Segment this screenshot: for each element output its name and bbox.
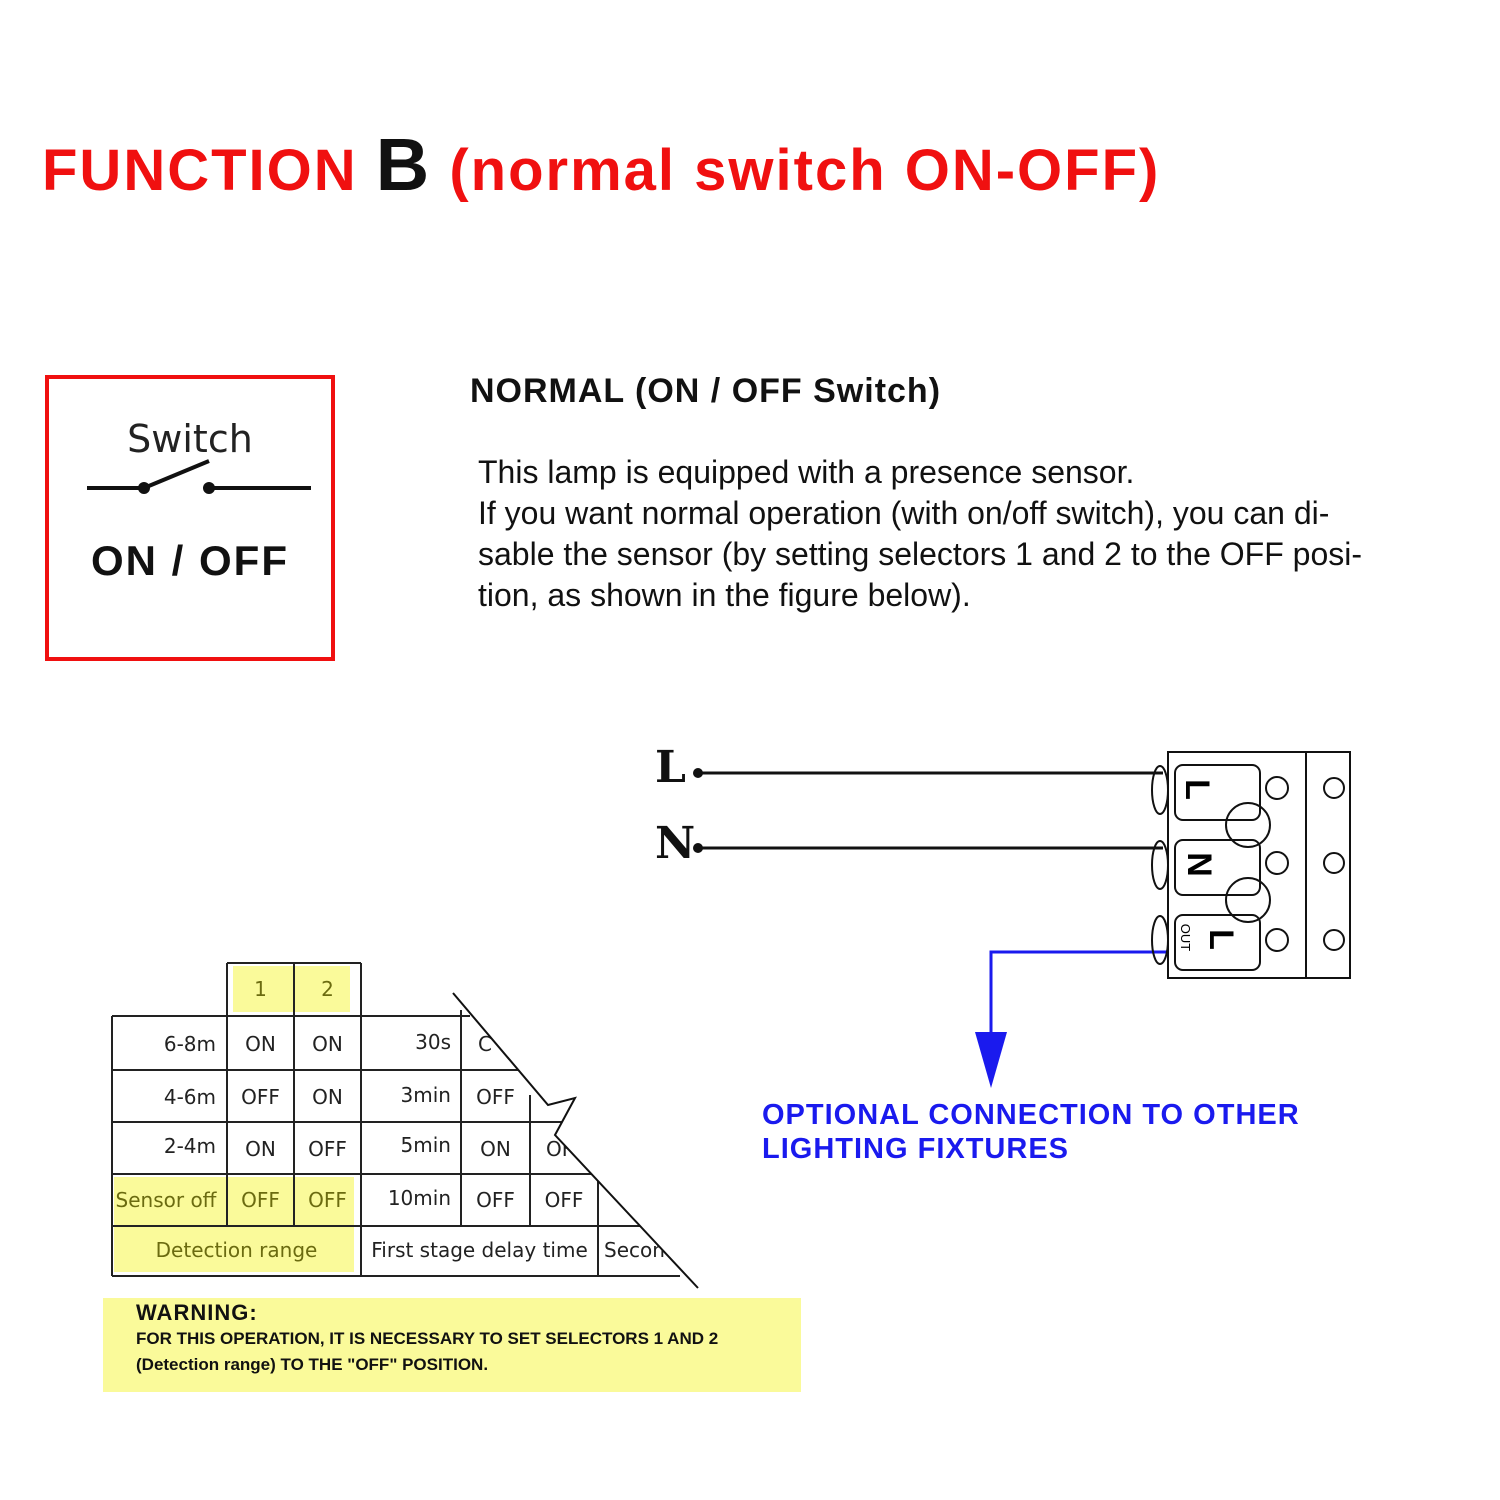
section-heading: NORMAL (ON / OFF Switch) (470, 372, 942, 410)
optional-wire (989, 950, 1167, 1040)
warning-heading: WARNING: (136, 1300, 258, 1325)
s1-cell: ON (245, 1032, 276, 1056)
d1-cell: OFF (476, 1188, 515, 1212)
s1-cell: OFF (241, 1085, 280, 1109)
description-line: tion, as shown in the figure below). (478, 577, 971, 613)
selector-header-1: 1 (254, 977, 267, 1001)
d1-cell: ON (480, 1137, 511, 1161)
range-cell: Sensor off (115, 1188, 217, 1212)
switch-icon (87, 459, 311, 494)
terminal-label-l: L (1177, 779, 1216, 800)
out-label: OUT (1178, 923, 1194, 952)
selector-header-2: 2 (321, 977, 334, 1001)
description-line: This lamp is equipped with a presence se… (478, 454, 1135, 490)
range-cell: 2-4m (163, 1134, 216, 1158)
description-line: If you want normal operation (with on/of… (478, 495, 1330, 531)
range-cell: 4-6m (163, 1085, 216, 1109)
warning-text: FOR THIS OPERATION, IT IS NECESSARY TO S… (136, 1329, 719, 1348)
page-title: FUNCTION B (normal switch ON-OFF) (42, 122, 1160, 207)
title-prefix: FUNCTION (42, 138, 358, 203)
delay-cell: 3min (400, 1083, 451, 1107)
description-line: sable the sensor (by setting selectors 1… (478, 536, 1362, 572)
on-off-label: ON / OFF (91, 537, 289, 584)
terminal-label-n: N (1179, 852, 1218, 877)
s1-cell: OFF (241, 1188, 280, 1212)
optional-line: LIGHTING FIXTURES (762, 1133, 1069, 1165)
s2-cell: ON (312, 1085, 343, 1109)
terminal-label-out-l: L (1201, 929, 1240, 950)
torn-edge-line (452, 960, 720, 1289)
s2-cell: OFF (308, 1137, 347, 1161)
delay-cell: 5min (400, 1133, 451, 1157)
sensor-off-highlight (114, 1177, 354, 1272)
warning-text: (Detection range) TO THE "OFF" POSITION. (136, 1355, 489, 1374)
d1-cell: OFF (476, 1085, 515, 1109)
wiring-diagram (693, 751, 1351, 1088)
optional-connection-note: OPTIONAL CONNECTION TO OTHER LIGHTING FI… (762, 1098, 1300, 1166)
first-stage-delay-label: First stage delay time (371, 1238, 588, 1262)
s2-cell: OFF (308, 1188, 347, 1212)
optional-line: OPTIONAL CONNECTION TO OTHER (762, 1099, 1300, 1131)
neutral-label: N (655, 818, 696, 869)
switch-label: Switch (127, 417, 253, 461)
switch-symbol-box: Switch ON / OFF (45, 375, 335, 661)
terminal-block-icon (1151, 751, 1351, 979)
delay-cell: 30s (415, 1030, 451, 1054)
title-letter: B (375, 123, 432, 206)
title-suffix: (normal switch ON-OFF) (449, 138, 1161, 203)
range-cell: 6-8m (163, 1032, 216, 1056)
s2-cell: ON (312, 1032, 343, 1056)
d2-cell: OFF (544, 1188, 584, 1212)
delay-cell: 10min (387, 1186, 451, 1210)
warning-box: WARNING: FOR THIS OPERATION, IT IS NECES… (103, 1298, 801, 1392)
s1-cell: ON (245, 1137, 276, 1161)
description: This lamp is equipped with a presence se… (478, 452, 1468, 616)
detection-range-label: Detection range (155, 1238, 318, 1262)
arrow-down-icon (975, 1032, 1007, 1088)
d1-cell: C (478, 1032, 492, 1056)
line-label: L (655, 742, 686, 793)
settings-table-grid (111, 962, 680, 1277)
selector-highlight (233, 966, 350, 1012)
